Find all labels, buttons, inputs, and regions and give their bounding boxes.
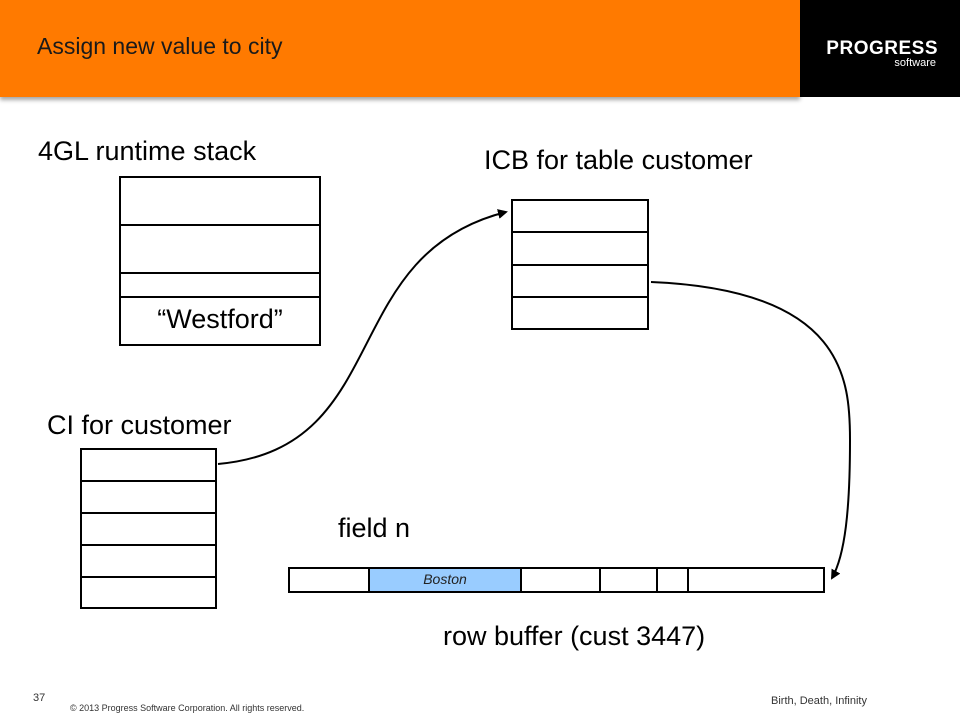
slide-number: 37 [33,692,46,704]
runtime-stack-slot [121,274,319,298]
icb-label: ICB for table customer [484,145,753,175]
row-buffer-field [290,569,370,591]
icb-slot [513,201,647,233]
ci-slot [82,514,215,546]
ci-slot [82,482,215,514]
icb-slot [513,266,647,298]
city-field-value: Boston [423,571,467,587]
ci-table [80,448,217,609]
ci-to-icb-arrow [217,209,508,465]
runtime-stack-label: 4GL runtime stack [38,136,257,166]
icb-slot [513,233,647,266]
row-buffer-field [601,569,658,591]
runtime-stack-slot [121,178,319,226]
logo-subtext: software [894,57,936,69]
presentation-title: Birth, Death, Infinity [771,695,867,707]
runtime-stack-value: “Westford” [157,304,283,334]
row-buffer-label: row buffer (cust 3447) [443,621,706,651]
logo-wordmark: PROGRESS [826,38,938,59]
slide-header: Assign new value to city [0,0,800,97]
runtime-stack: “Westford” [119,176,321,346]
progress-logo: PROGRESS software [800,0,960,97]
copyright-text: © 2013 Progress Software Corporation. Al… [70,703,305,713]
runtime-stack-slot-westford: “Westford” [121,298,319,344]
row-buffer: Boston [288,567,825,593]
icb-table [511,199,649,330]
slide-title: Assign new value to city [37,33,283,59]
field-label: field n [338,513,411,543]
row-buffer-field-city: Boston [370,569,522,591]
ci-label: CI for customer [47,410,232,440]
icb-to-row-buffer-arrow [650,281,852,580]
row-buffer-field [658,569,689,591]
ci-slot [82,546,215,578]
runtime-stack-slot [121,226,319,274]
ci-slot [82,450,215,482]
row-buffer-field [522,569,601,591]
